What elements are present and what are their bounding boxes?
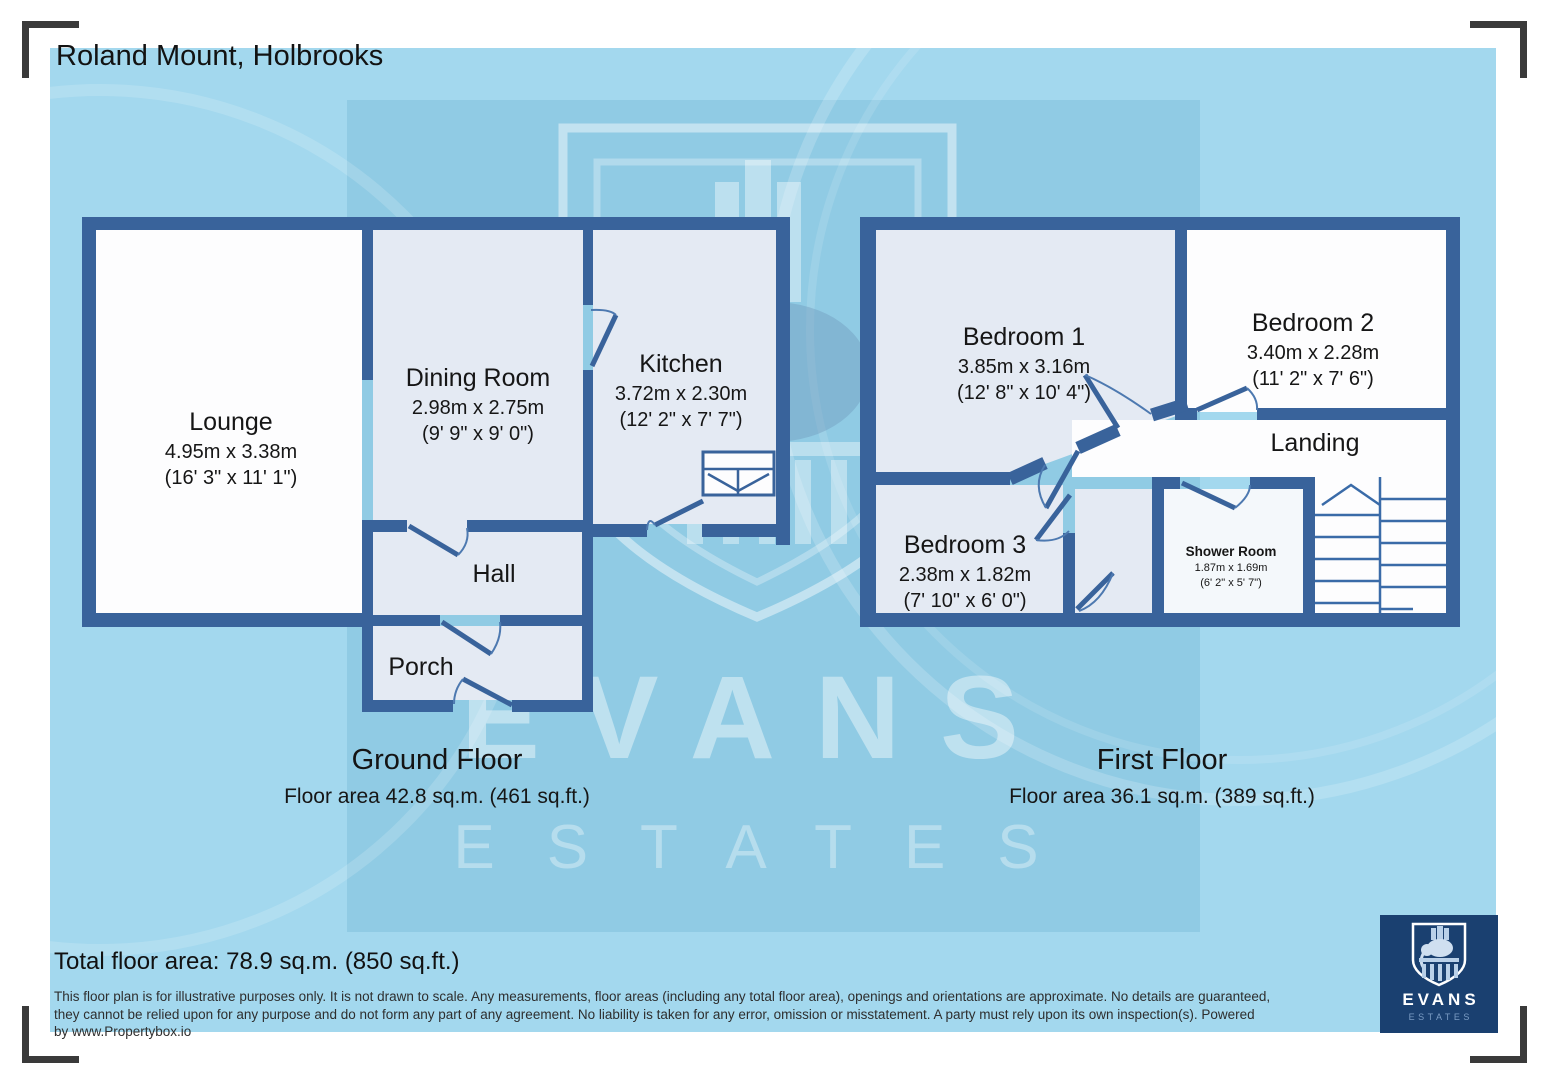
ground-floor-plan	[82, 217, 790, 712]
watermark-word-estates: ESTATES	[453, 813, 1091, 882]
kitchen-back-door-leaf	[653, 498, 705, 528]
logo-shield-icon	[1411, 922, 1467, 987]
ground-floor-walls	[82, 217, 790, 712]
evans-estates-logo: EVANS ESTATES	[1380, 915, 1498, 1033]
first-floor-doors	[1034, 373, 1249, 611]
first-floor-plan	[860, 217, 1460, 627]
dining-room	[373, 230, 583, 520]
crop-mark-bottom-right	[1470, 1006, 1527, 1063]
angled-partition	[1007, 397, 1189, 485]
disclaimer-line-1: This floor plan is for illustrative purp…	[54, 989, 1271, 1004]
first-floor-area: Floor area 36.1 sq.m. (389 sq.ft.)	[1009, 785, 1315, 808]
page-title: Roland Mount, Holbrooks	[56, 40, 384, 72]
first-stairs-icon	[1315, 477, 1446, 613]
disclaimer-text: This floor plan is for illustrative purp…	[54, 988, 1334, 1041]
lounge-room	[96, 230, 362, 613]
front-door-leaf	[461, 676, 514, 708]
shower-door-leaf	[1180, 480, 1237, 511]
landing-room	[1072, 420, 1446, 477]
hall-porch-door-leaf	[440, 619, 493, 657]
inner-lobby	[1075, 489, 1152, 613]
room-label-bedroom2: Bedroom 2 3.40m x 2.28m (11' 2" x 7' 6")	[1246, 309, 1380, 390]
crop-mark-bottom-left	[22, 1006, 79, 1063]
first-floor-caption: First Floor	[1096, 744, 1228, 776]
disclaimer-line-3: by www.Propertybox.io	[54, 1024, 192, 1039]
room-label-shower: Shower Room 1.87m x 1.69m (6' 2" x 5' 7"…	[1185, 544, 1277, 590]
logo-castle-icon	[1431, 926, 1449, 940]
disclaimer-line-2: they cannot be relied upon for any purpo…	[54, 1006, 1255, 1022]
hall-room	[373, 520, 582, 615]
room-label-lounge: Lounge 4.95m x 3.38m (16' 3" x 11' 1")	[164, 408, 298, 489]
bedroom2-room	[1187, 230, 1446, 412]
bedroom2-door-leaf	[1195, 385, 1249, 413]
kitchen-door-leaf	[589, 313, 619, 368]
total-floor-area: Total floor area: 78.9 sq.m. (850 sq.ft.…	[54, 948, 460, 975]
hall-dining-door-leaf	[407, 523, 460, 558]
room-label-dining: Dining Room 2.98m x 2.75m (9' 9" x 9' 0"…	[405, 364, 551, 445]
room-label-porch: Porch	[388, 653, 454, 681]
ground-floor-caption: Ground Floor	[351, 744, 523, 776]
logo-name: EVANS	[1402, 990, 1480, 1009]
ground-stairs-icon	[701, 450, 776, 497]
bedroom3-room	[876, 485, 1063, 613]
ground-floor-area: Floor area 42.8 sq.m. (461 sq.ft.)	[284, 785, 590, 808]
logo-subtitle: ESTATES	[1408, 1012, 1473, 1022]
crop-mark-top-left	[22, 21, 79, 78]
lobby-door-leaf	[1043, 449, 1081, 510]
room-label-landing: Landing	[1270, 429, 1360, 457]
ground-floor-door-arcs	[453, 308, 656, 705]
logo-aqueduct-icon	[1419, 958, 1459, 981]
ground-floor-doors	[407, 313, 705, 708]
room-label-hall: Hall	[472, 560, 516, 588]
room-label-bedroom1: Bedroom 1 3.85m x 3.16m (12' 8" x 10' 4"…	[956, 323, 1092, 404]
crop-mark-top-right	[1470, 21, 1527, 78]
room-label-kitchen: Kitchen 3.72m x 2.30m (12' 2" x 7' 7")	[614, 350, 748, 431]
bedroom3-door-leaf	[1034, 493, 1072, 542]
bedroom1-door-leaf	[1082, 373, 1121, 430]
lobby-inner-door-leaf	[1075, 571, 1115, 611]
first-floor-door-arcs	[1035, 374, 1259, 612]
room-label-bedroom3: Bedroom 3 2.38m x 1.82m (7' 10" x 6' 0")	[898, 531, 1032, 612]
